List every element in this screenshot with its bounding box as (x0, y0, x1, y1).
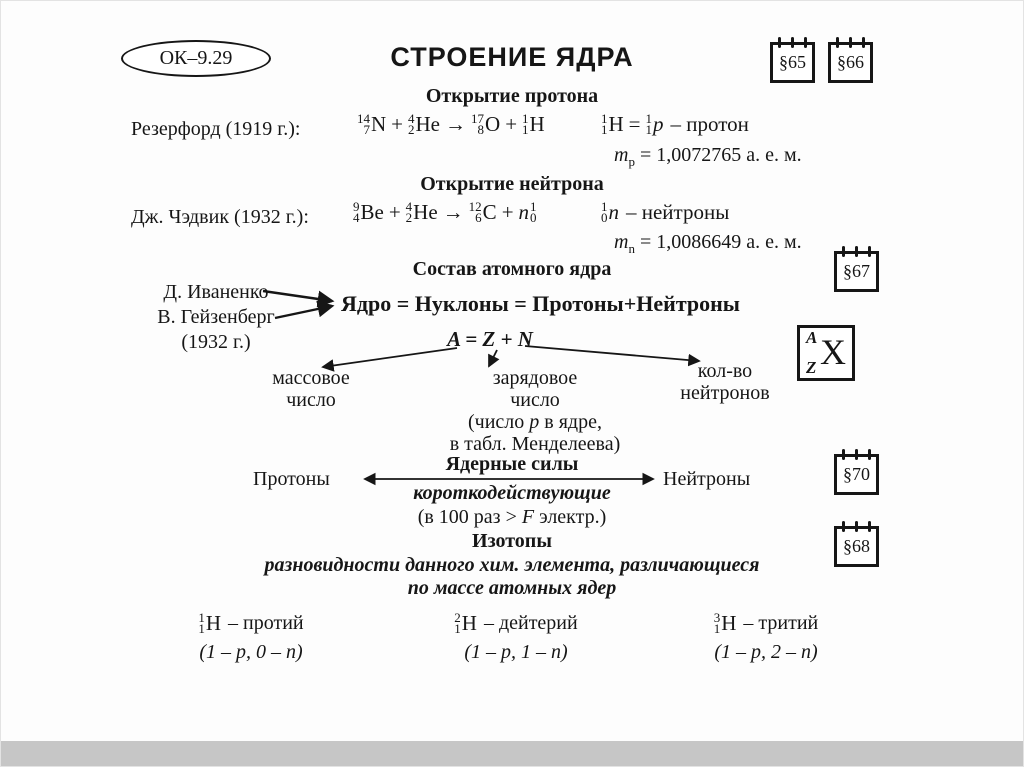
spiral-binding-icon (842, 521, 871, 532)
spiral-binding-icon (778, 37, 807, 48)
authors-year: (1932 г.) (181, 331, 251, 353)
paragraph-badge-68: §68 (834, 521, 879, 567)
mass-number-symbol: A (806, 328, 818, 347)
bottom-border-strip (1, 741, 1023, 766)
badge-70-label: §70 (843, 464, 870, 484)
isotope-composition: (1 – p, 1 – n) (464, 640, 568, 663)
neutron-mass-value: mn = 1,0086649 а. е. м. (614, 231, 802, 256)
page-title: СТРОЕНИЕ ЯДРА (390, 42, 634, 72)
branch-mass-number: массовое число (272, 367, 350, 411)
reaction-arrow-icon: → (442, 200, 464, 224)
proton-section-heading: Открытие протона (425, 85, 599, 107)
paragraph-badge-65: §65 (770, 37, 815, 83)
short-range-label: короткодействующие (413, 482, 611, 504)
force-comparison-note: (в 100 раз > F электр.) (417, 506, 607, 528)
protons-label: Протоны (253, 468, 330, 490)
plus-operator: + (388, 200, 401, 224)
paragraph-badge-70: §70 (834, 449, 879, 495)
equals-operator: = (628, 112, 641, 136)
spiral-binding-icon (842, 449, 871, 460)
author-ivanenko: Д. Иваненко (163, 281, 269, 303)
neutron-definition-label: – нейтроны (626, 200, 730, 224)
proton-mass-value: mp = 1,0072765 а. е. м. (614, 144, 802, 169)
element-symbol-box: A Z X (797, 325, 855, 381)
neutron-scientist-label: Дж. Чэдвик (1932 г.): (131, 206, 309, 228)
mass-number-formula: A = Z + N (447, 327, 533, 351)
plus-operator: + (505, 112, 518, 136)
badge-67-label: §67 (843, 261, 870, 281)
branch-charge-number: зарядовое число (число p в ядре, в табл.… (449, 367, 621, 455)
author-heisenberg: В. Гейзенберг (157, 306, 275, 328)
spiral-binding-icon (842, 246, 871, 257)
isotopes-description-line1: разновидности данного хим. элемента, раз… (264, 554, 760, 576)
proton-definition-label: – протон (670, 112, 749, 136)
isotopes-description-line2: по массе атомных ядер (407, 577, 617, 599)
element-symbol: X (820, 332, 846, 373)
isotope-name: – дейтерий (483, 611, 578, 634)
branch-neutron-count: кол-во нейтронов (680, 360, 770, 404)
nucleus-statement: Ядро = Нуклоны = Протоны+Нейтроны (341, 291, 740, 316)
plus-operator: + (391, 112, 404, 136)
ok-code-label: ОК–9.29 (159, 47, 233, 69)
proton-scientist-label: Резерфорд (1919 г.): (131, 118, 301, 140)
isotope-composition: (1 – p, 2 – n) (714, 640, 818, 663)
ok-code-oval: ОК–9.29 (121, 40, 271, 77)
branch-arrow-icon (524, 345, 701, 367)
badge-68-label: §68 (843, 536, 870, 556)
charge-number-symbol: Z (806, 358, 817, 377)
badge-65-label: §65 (779, 52, 806, 72)
isotope-name: – протий (228, 611, 304, 634)
forces-heading: Ядерные силы (445, 453, 579, 475)
plus-operator: + (501, 200, 514, 224)
neutron-section-heading: Открытие нейтрона (420, 173, 604, 195)
reaction-arrow-icon: → (445, 112, 467, 136)
paragraph-badge-67: §67 (834, 246, 879, 292)
paragraph-badge-66: §66 (828, 37, 873, 83)
isotopes-heading: Изотопы (472, 530, 552, 552)
badge-66-label: §66 (837, 52, 864, 72)
neutrons-label: Нейтроны (663, 468, 751, 490)
branch-arrow-icon (488, 349, 500, 368)
composition-heading: Состав атомного ядра (412, 258, 612, 280)
isotope-composition: (1 – p, 0 – n) (199, 640, 303, 663)
authors-block: Д. Иваненко В. Гейзенберг (1932 г.) (127, 280, 305, 355)
spiral-binding-icon (836, 37, 865, 48)
isotope-name: – тритий (743, 611, 819, 634)
